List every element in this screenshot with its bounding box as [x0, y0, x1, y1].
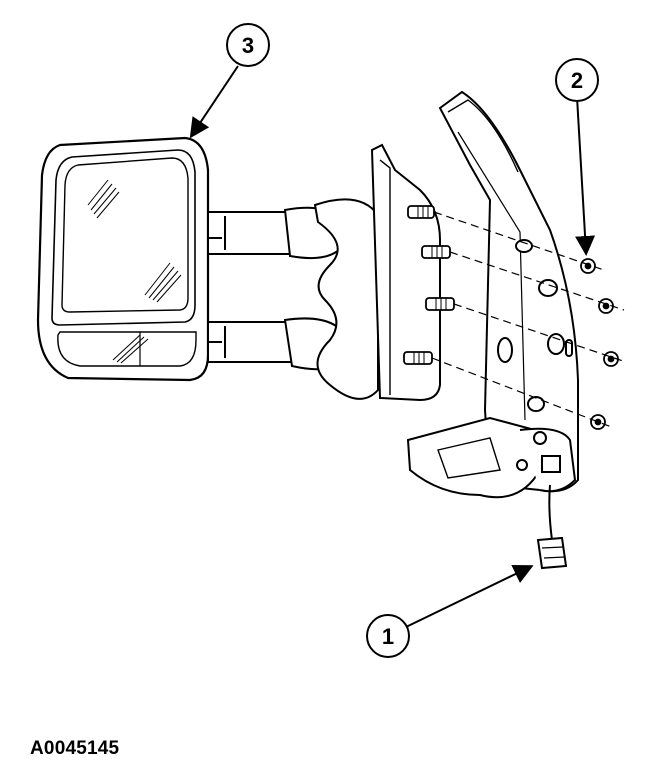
mirror-glass: [61, 157, 189, 313]
leader-arrows: [189, 65, 596, 628]
mirror-arms: [207, 198, 379, 400]
callout-3-label: 3: [242, 33, 254, 58]
callout-3: 3: [226, 23, 270, 67]
figure-id: A0045145: [30, 738, 120, 759]
convex-glass: [57, 331, 197, 367]
mirror-assembly: [36, 136, 210, 382]
callout-1: 1: [366, 614, 410, 658]
callout-2: 2: [555, 58, 599, 102]
lower-bracket: [406, 416, 577, 499]
nuts: [580, 258, 619, 430]
alignment-lines: [431, 211, 627, 429]
wiring-harness: [536, 484, 568, 570]
callout-2-label: 2: [571, 68, 583, 93]
callout-1-label: 1: [382, 624, 394, 649]
